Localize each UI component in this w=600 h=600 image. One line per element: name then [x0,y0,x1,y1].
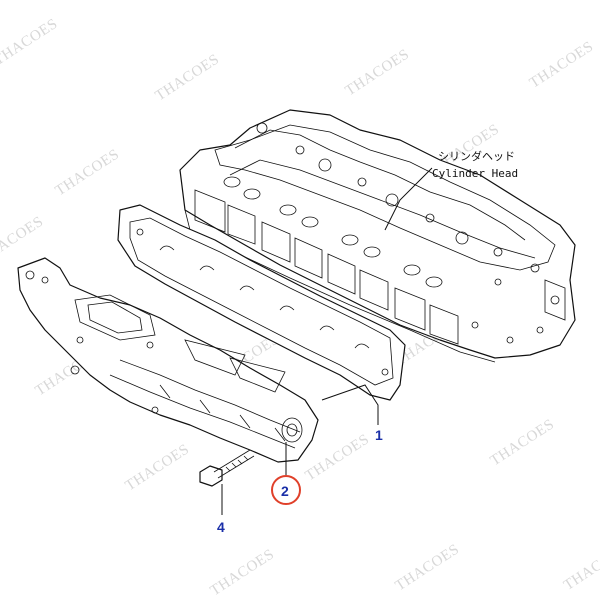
watermark: THACOES [527,39,597,92]
leader-line-head [384,167,433,231]
cylinder-head-label-en: Cylinder Head [432,167,518,180]
callout-number-1[interactable]: 1 [375,427,383,443]
watermark: THACOES [0,16,61,69]
watermark: THACOES [343,46,413,99]
watermark: THACOES [393,541,463,594]
leader-line-1 [321,384,379,425]
watermark: THACOES [488,416,558,469]
watermark: THACOES [303,431,373,484]
watermark: THACOES [208,546,278,599]
cylinder-head-label-jp: シリンダヘッド [438,149,515,163]
valve-springs [223,176,443,288]
watermark: THACOES [561,541,600,594]
exhaust-manifold-drawing [17,257,319,463]
watermark: THACOES [53,146,123,199]
bolt-drawing [199,449,255,487]
watermark: THACOES [123,441,193,494]
gasket-drawing [117,204,406,401]
intake-ports [194,189,459,345]
callout-4[interactable]: 4 [217,519,225,535]
watermark: THACOES [0,214,46,267]
cylinder-head-drawing [179,109,576,363]
callout-number-4[interactable]: 4 [217,519,225,535]
callout-2[interactable]: 2 [271,475,301,505]
callout-number-2[interactable]: 2 [281,483,289,499]
callout-highlight-ring [271,475,301,505]
cylinder-head-label: シリンダヘッド Cylinder Head [432,149,518,180]
leader-lines [221,167,433,515]
watermark: THACOES [153,51,223,104]
callout-1[interactable]: 1 [375,427,383,443]
